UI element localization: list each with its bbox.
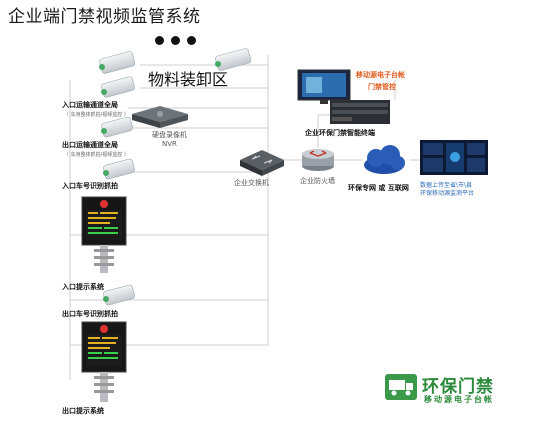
- entry-lane-camera-sub: （ 车身整体抓拍/视频监控 ）: [64, 112, 129, 118]
- entry-display-label: 入口提示系统: [62, 283, 104, 291]
- network-label: 环保专网 或 互联网: [348, 184, 409, 192]
- exit-lane-camera-label: 出口运输通道全局: [62, 141, 118, 149]
- exit-plate-camera-label: 出口车号识别抓拍: [62, 310, 118, 318]
- terminal-label: 企业环保门禁智能终端: [305, 129, 375, 137]
- platform-line2: 环保移动源监测平台: [420, 190, 475, 197]
- entry-plate-camera-label: 入口车号识别抓拍: [62, 182, 118, 190]
- page-title: 企业端门禁视频监管系统: [8, 7, 201, 27]
- ledger-line2: 门禁管控: [368, 83, 396, 91]
- area-label: 物料装卸区: [148, 70, 229, 89]
- brand-tagline: 移动源电子台帐: [424, 395, 494, 404]
- firewall-label: 企业防火墙: [300, 177, 335, 185]
- ledger-line1: 移动源电子台帐: [356, 71, 405, 79]
- brand-name: 环保门禁: [422, 377, 494, 397]
- exit-lane-camera-sub: （ 车身整体抓拍/视频监控 ）: [64, 152, 129, 158]
- nvr-label: 硬盘录像机: [152, 131, 187, 139]
- platform-line1: 数据上传至省\市\县: [420, 182, 473, 189]
- ellipsis-dots: [155, 30, 203, 49]
- entry-lane-camera-label: 入口运输通道全局: [62, 101, 118, 109]
- switch-label: 企业交换机: [234, 179, 269, 187]
- nvr-sub: NVR: [162, 140, 177, 148]
- exit-display-label: 出口提示系统: [62, 407, 104, 415]
